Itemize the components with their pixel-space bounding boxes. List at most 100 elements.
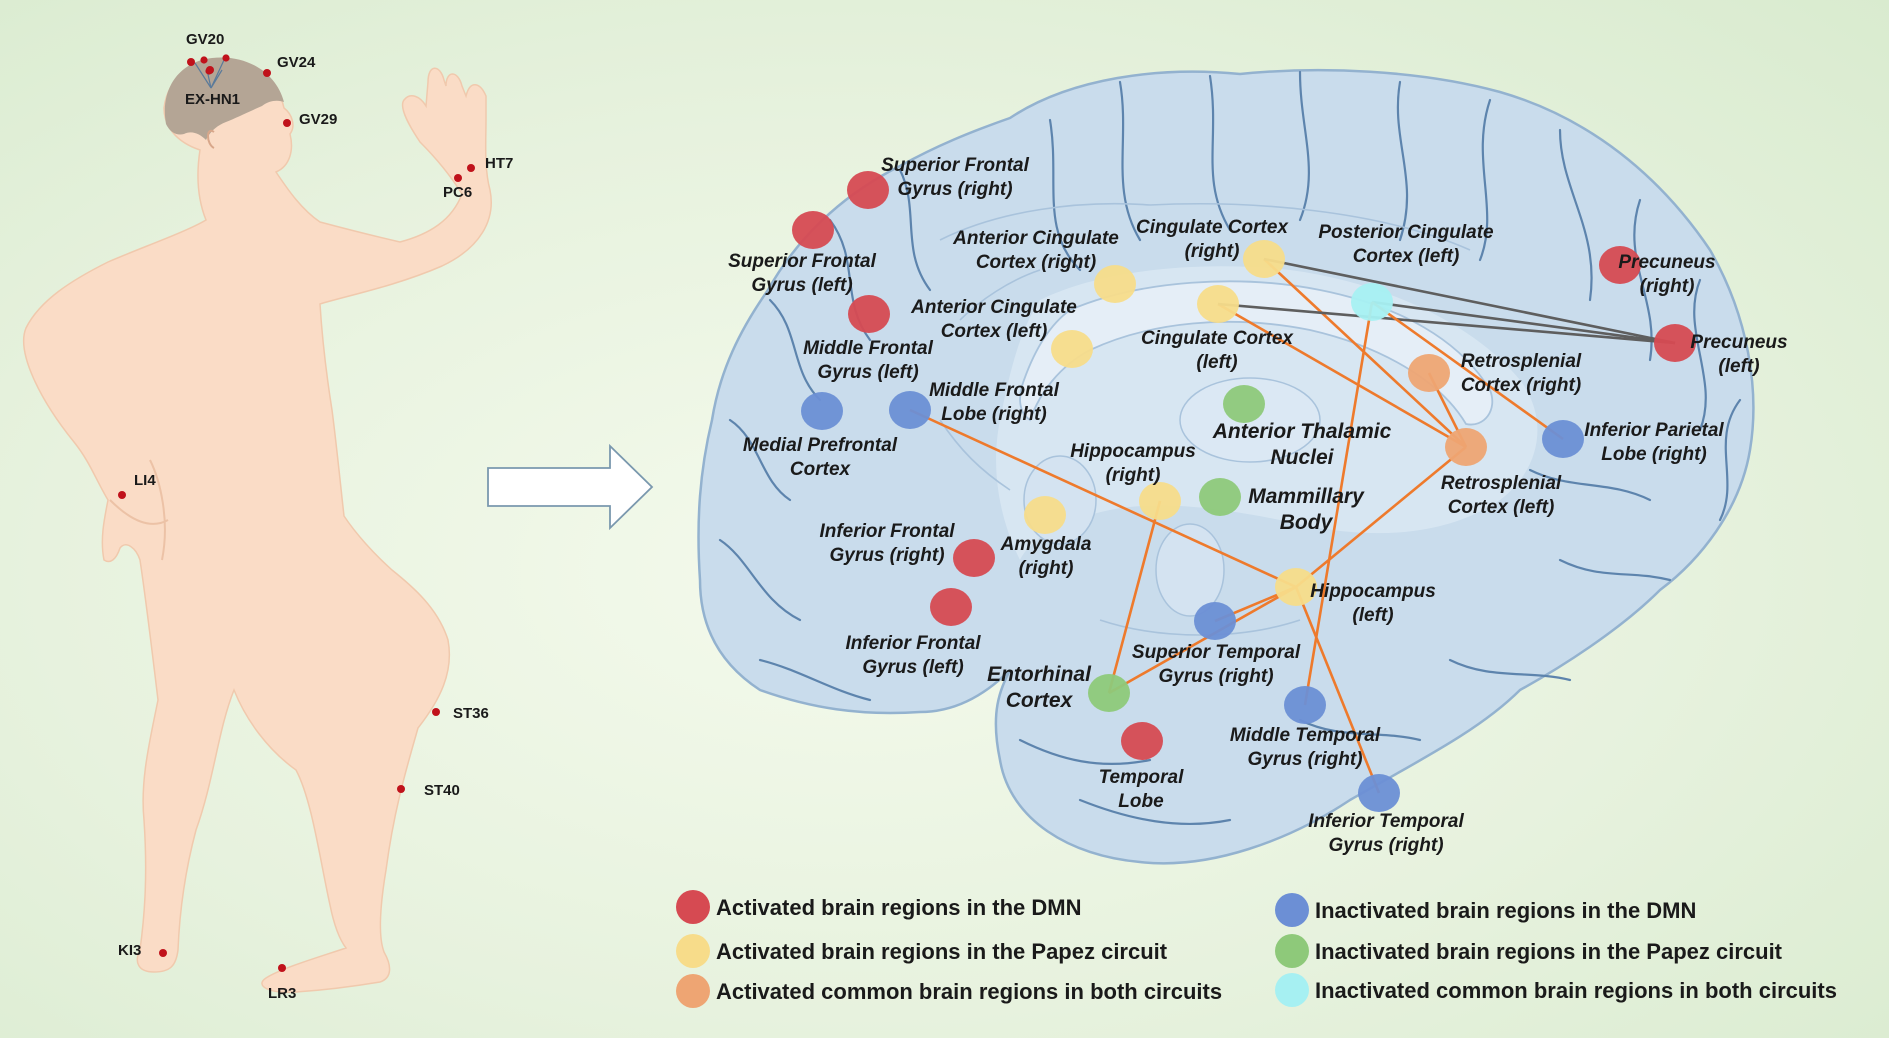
label-hippocampus-right-line2: (right) <box>1106 465 1161 486</box>
label-temporal-lobe-line1: Temporal <box>1099 767 1185 788</box>
label-anterior-cingulate-cortex-right-line1: Anterior Cingulate <box>952 228 1119 249</box>
legend-swatch-activated-papez <box>676 934 710 968</box>
acupoint-ki3-dot <box>159 949 167 957</box>
node-precuneus-left <box>1654 324 1696 362</box>
label-inferior-temporal-gyrus-right-line1: Inferior Temporal <box>1308 811 1464 832</box>
node-anterior-cingulate-cortex-right <box>1094 265 1136 303</box>
acupoint-gv20-dot <box>187 58 195 66</box>
connection-cingulate-cortex-right-to-retrosplenial-cortex-left <box>1263 258 1467 448</box>
acupoint-gv20-label: GV20 <box>186 31 224 48</box>
label-middle-temporal-gyrus-right-line1: Middle Temporal <box>1230 725 1381 746</box>
label-retrosplenial-cortex-left-line2: Cortex (left) <box>1448 497 1555 518</box>
node-mammillary-body <box>1199 478 1241 516</box>
label-posterior-cingulate-cortex-left-line2: Cortex (left) <box>1353 246 1460 267</box>
hair <box>164 57 284 140</box>
connection-cingulate-cortex-right-to-precuneus-left <box>1263 257 1676 345</box>
connection-posterior-cingulate-cortex-left-to-precuneus-left <box>1371 300 1676 345</box>
label-precuneus-left-line2: (left) <box>1718 356 1759 377</box>
node-anterior-cingulate-cortex-left <box>1051 330 1093 368</box>
node-medial-prefrontal-cortex <box>801 392 843 430</box>
acupoint-pc6-label: PC6 <box>443 184 472 201</box>
label-posterior-cingulate-cortex-left-line1: Posterior Cingulate <box>1318 222 1494 243</box>
node-superior-frontal-gyrus-left <box>792 211 834 249</box>
acupoint-pc6-dot <box>454 174 462 182</box>
label-inferior-temporal-gyrus-right-line2: Gyrus (right) <box>1328 835 1443 856</box>
label-entorhinal-cortex-line2: Cortex <box>1006 689 1074 712</box>
label-superior-temporal-gyrus-right-line2: Gyrus (right) <box>1158 666 1273 687</box>
label-hippocampus-right-line1: Hippocampus <box>1070 441 1196 462</box>
acupoint-dot <box>222 54 230 62</box>
label-middle-temporal-gyrus-right-line2: Gyrus (right) <box>1247 749 1362 770</box>
label-precuneus-left-line1: Precuneus <box>1690 332 1787 353</box>
acupoint-st40-label: ST40 <box>424 782 460 799</box>
node-precuneus-right <box>1599 246 1641 284</box>
label-amygdala-right-line2: (right) <box>1019 558 1074 579</box>
legend-label-inactivated-common: Inactivated common brain regions in both… <box>1315 978 1837 1003</box>
node-inferior-frontal-gyrus-left <box>930 588 972 626</box>
acupoint-gv29-dot <box>283 119 291 127</box>
label-cingulate-cortex-left-line1: Cingulate Cortex <box>1141 328 1294 349</box>
human-figure: GV20GV24EX-HN1GV29HT7PC6LI4ST36ST40KI3LR… <box>22 31 513 1002</box>
node-cingulate-cortex-right <box>1243 240 1285 278</box>
connection-posterior-cingulate-cortex-left-to-inferior-parietal-lobe-right <box>1371 300 1564 441</box>
label-anterior-thalamic-nuclei-line2: Nuclei <box>1270 446 1334 469</box>
acupoint-lr3-label: LR3 <box>268 985 296 1002</box>
acupoint-gv29-label: GV29 <box>299 111 337 128</box>
label-amygdala-right-line1: Amygdala <box>1000 534 1092 555</box>
label-middle-frontal-gyrus-left-line1: Middle Frontal <box>803 338 934 359</box>
label-inferior-parietal-lobe-right-line1: Inferior Parietal <box>1584 420 1724 441</box>
legend-swatch-activated-dmn <box>676 890 710 924</box>
connection-hippocampus-left-to-inferior-temporal-gyrus-right <box>1294 586 1381 794</box>
body-silhouette <box>22 59 492 994</box>
connection-entorhinal-cortex-to-hippocampus-left <box>1108 585 1297 695</box>
legend-label-inactivated-papez: Inactivated brain regions in the Papez c… <box>1315 939 1783 964</box>
node-amygdala-right <box>1024 496 1066 534</box>
legend-label-activated-dmn: Activated brain regions in the DMN <box>716 895 1082 920</box>
node-hippocampus-right <box>1139 482 1181 520</box>
legend-label-activated-papez: Activated brain regions in the Papez cir… <box>716 939 1168 964</box>
label-anterior-cingulate-cortex-left-line2: Cortex (left) <box>941 321 1048 342</box>
node-middle-temporal-gyrus-right <box>1284 686 1326 724</box>
arm-shadow <box>109 459 169 561</box>
acupoint-exhn1-label: EX-HN1 <box>185 91 240 108</box>
label-inferior-frontal-gyrus-left-line1: Inferior Frontal <box>845 633 981 654</box>
label-cingulate-cortex-right-line2: (right) <box>1185 241 1240 262</box>
label-retrosplenial-cortex-right-line1: Retrosplenial <box>1461 351 1582 372</box>
connection-cingulate-cortex-left-to-retrosplenial-cortex-left <box>1217 302 1467 449</box>
label-inferior-frontal-gyrus-right-line2: Gyrus (right) <box>829 545 944 566</box>
label-middle-frontal-lobe-right-line2: Lobe (right) <box>941 404 1047 425</box>
label-retrosplenial-cortex-right-line2: Cortex (right) <box>1461 375 1581 396</box>
label-inferior-frontal-gyrus-right-line1: Inferior Frontal <box>819 521 955 542</box>
node-retrosplenial-cortex-right <box>1408 354 1450 392</box>
ear <box>207 129 215 149</box>
connection-hippocampus-right-to-entorhinal-cortex <box>1107 500 1162 694</box>
node-inferior-frontal-gyrus-right <box>953 539 995 577</box>
label-cingulate-cortex-right-line1: Cingulate Cortex <box>1136 217 1289 238</box>
acupoint-gv24-dot <box>263 69 271 77</box>
label-anterior-cingulate-cortex-right-line2: Cortex (right) <box>976 252 1096 273</box>
node-inferior-parietal-lobe-right <box>1542 420 1584 458</box>
acupoint-gv24-label: GV24 <box>277 54 316 71</box>
acupoint-ht7-label: HT7 <box>485 155 513 172</box>
label-precuneus-right-line2: (right) <box>1640 276 1695 297</box>
acupoint-li4-label: LI4 <box>134 472 156 489</box>
label-medial-prefrontal-cortex-line1: Medial Prefrontal <box>743 435 898 456</box>
arrow-icon <box>487 443 654 531</box>
legend-label-activated-common: Activated common brain regions in both c… <box>716 979 1222 1004</box>
acupoint-ht7-dot <box>467 164 475 172</box>
acupoint-exhn1-dot <box>206 66 214 74</box>
label-mammillary-body-line2: Body <box>1280 511 1334 534</box>
node-inferior-temporal-gyrus-right <box>1358 774 1400 812</box>
label-superior-temporal-gyrus-right-line1: Superior Temporal <box>1132 642 1301 663</box>
label-precuneus-right-line1: Precuneus <box>1618 252 1715 273</box>
label-mammillary-body-line1: Mammillary <box>1248 485 1365 508</box>
node-temporal-lobe <box>1121 722 1163 760</box>
label-anterior-thalamic-nuclei-line1: Anterior Thalamic <box>1212 420 1392 443</box>
connection-lines <box>909 257 1676 794</box>
connection-cingulate-cortex-left-to-precuneus-left <box>1217 302 1676 345</box>
node-anterior-thalamic-nuclei <box>1223 385 1265 423</box>
label-entorhinal-cortex-line1: Entorhinal <box>987 663 1092 686</box>
